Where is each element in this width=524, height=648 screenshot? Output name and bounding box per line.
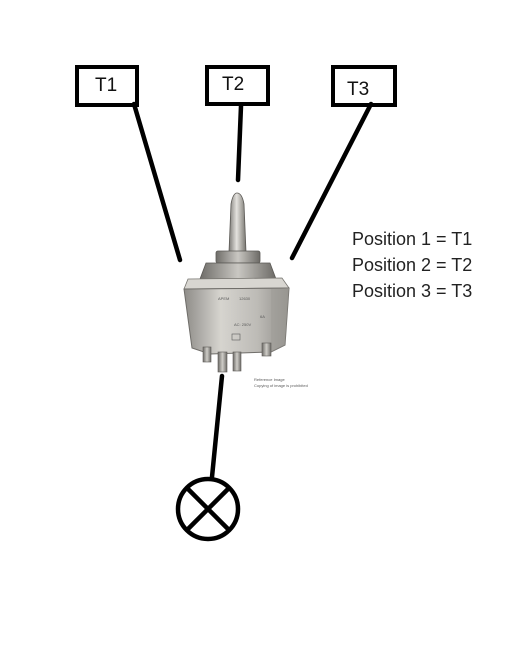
position-legend: Position 1 = T1 Position 2 = T2 Position… — [352, 229, 472, 301]
legend-position-3: Position 3 = T3 — [352, 281, 472, 301]
switch-body-top — [183, 277, 290, 290]
switch-rating: AC: 250V — [234, 322, 251, 327]
terminal-box-t1: T1 — [75, 65, 139, 107]
wire-t3 — [289, 101, 374, 261]
legend-position-2: Position 2 = T2 — [352, 255, 472, 275]
ul-mark — [231, 333, 241, 341]
switch-pin-right — [232, 351, 242, 372]
watermark-line-2: Copying of image is prohibited — [254, 383, 308, 388]
switch-pin-center — [217, 351, 228, 373]
switch-brand: APEM — [218, 296, 229, 301]
wire-load — [209, 373, 225, 480]
toggle-lever — [228, 192, 247, 253]
terminal-label-t3: T3 — [347, 79, 369, 100]
terminal-box-t2: T2 — [205, 65, 270, 106]
toggle-nut — [199, 262, 277, 280]
lamp-symbol-icon — [175, 476, 241, 542]
switch-part-number: 12630 — [239, 296, 251, 301]
switch-pin-left — [202, 346, 212, 363]
legend-position-1: Position 1 = T1 — [352, 229, 472, 249]
wire-t2 — [235, 103, 244, 183]
watermark-line-1: Reference Image — [254, 377, 285, 382]
wire-t1 — [131, 101, 183, 263]
switch-pin-far-right — [261, 342, 272, 357]
switch-code: 6A — [260, 314, 265, 319]
terminal-label-t2: T2 — [222, 74, 244, 95]
toggle-switch: APEM 12630 AC: 250V 6A Reference Image C… — [183, 192, 308, 388]
terminal-label-t1: T1 — [95, 75, 117, 96]
switch-body-side — [271, 288, 289, 352]
terminal-box-t3: T3 — [331, 65, 397, 107]
toggle-bushing — [215, 250, 261, 264]
